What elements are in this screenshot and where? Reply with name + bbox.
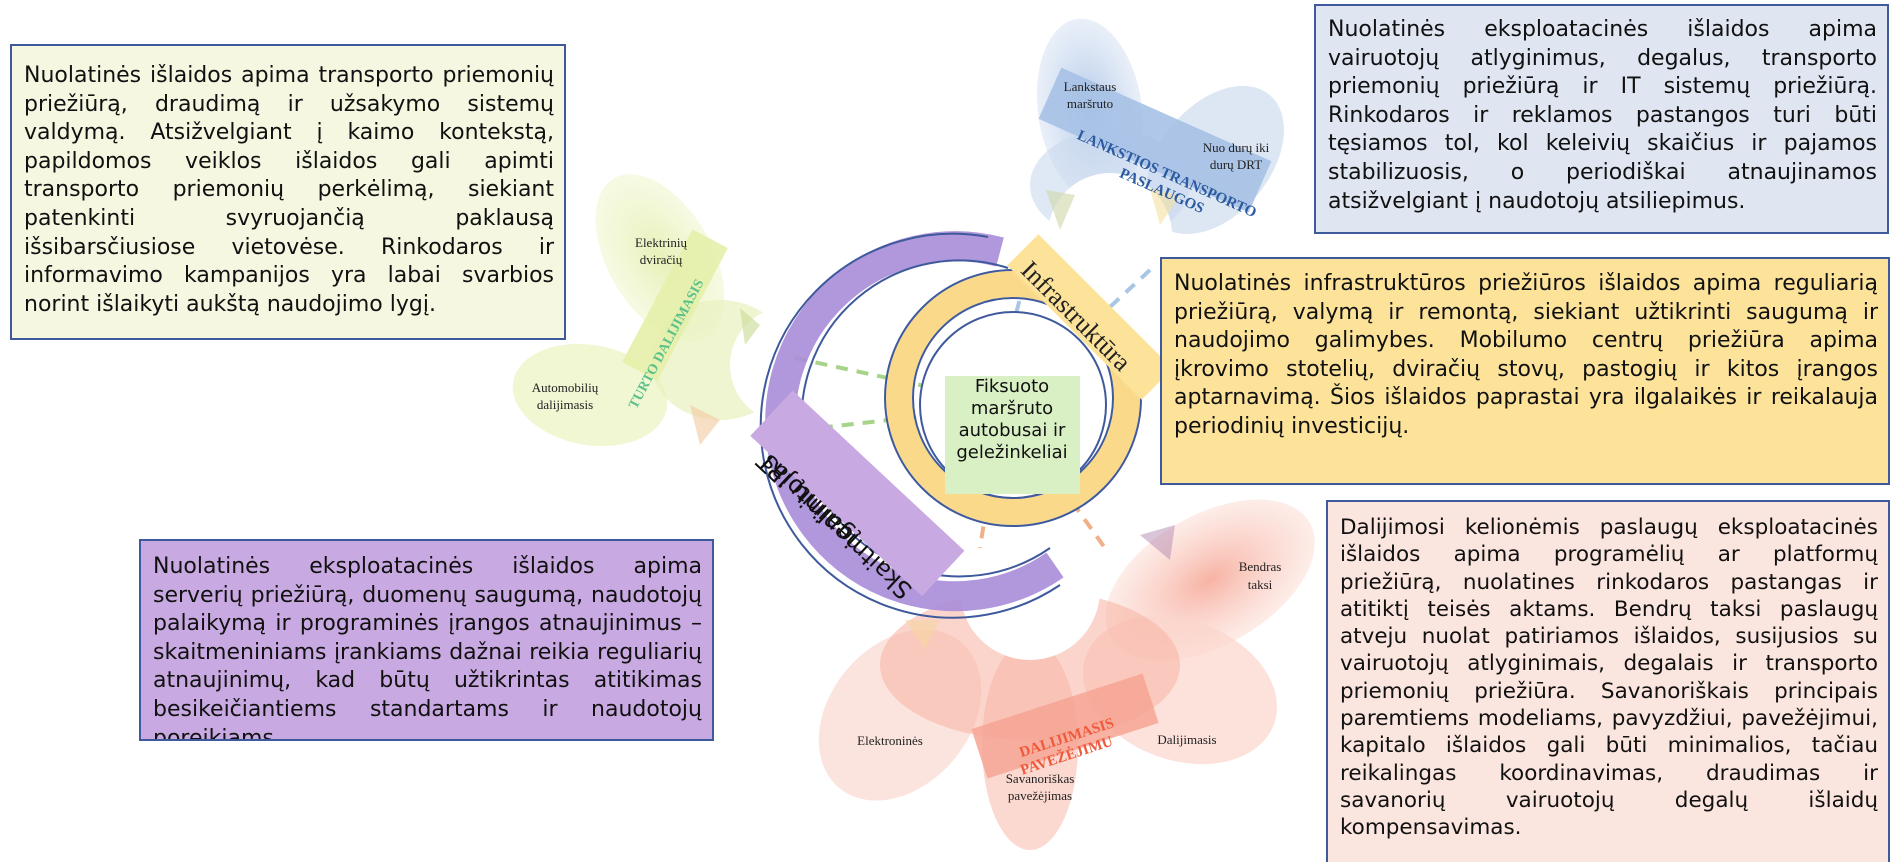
infra-ring (884, 234, 1173, 527)
ride-item-sharing: Dalijimasis (1157, 732, 1216, 747)
shared-item-ebikes-line2: dviračių (640, 252, 683, 267)
center-label-line2: maršruto (971, 398, 1053, 419)
digital-label-line2: įgalintojas (755, 449, 864, 553)
center-label-line3: autobusai ir (959, 420, 1066, 441)
center-label-line1: Fiksuoto (975, 376, 1049, 397)
infrastructure-costs-box: Nuolatinės infrastruktūros priežiūros iš… (1160, 257, 1890, 485)
flex-item-lankstaus-line2: maršruto (1067, 96, 1113, 111)
digital-ict-costs-box: Nuolatinės eksploatacinės išlaidos apima… (139, 539, 714, 741)
ride-item-electronic: Elektroninės (857, 733, 923, 748)
flex-item-drt-line1: Nuo durų iki (1203, 140, 1270, 155)
ride-sharing-costs-box: Dalijimosi kelionėmis paslaugų eksploata… (1326, 500, 1890, 862)
flex-cluster (1030, 18, 1284, 297)
center-node (919, 311, 1107, 499)
shared-title: TURTO DALIJIMASIS (626, 277, 707, 412)
shared-item-cars-line2: dalijimasis (537, 397, 593, 412)
shared-item-ebikes-line1: Elektrinių (635, 235, 687, 250)
rideshare-cluster (818, 499, 1315, 850)
shared-item-cars-line1: Automobilių (532, 380, 599, 395)
shared-assets-costs-box: Nuolatinės išlaidos apima transporto pri… (10, 44, 566, 340)
flex-item-drt-line2: durų DRT (1210, 157, 1262, 172)
center-label-line4: geležinkeliai (956, 442, 1067, 463)
digital-ring (750, 231, 1064, 619)
ride-item-volunteer-line1: Savanoriškas (1006, 771, 1075, 786)
flex-item-lankstaus-line1: Lankstaus (1064, 79, 1117, 94)
infra-label: Infrastruktūra (1015, 255, 1137, 377)
flexible-transport-costs-box: Nuolatinės eksploatacinės išlaidos apima… (1314, 4, 1889, 234)
ride-item-volunteer-line2: pavežėjimas (1008, 788, 1072, 803)
ride-item-taxi-line1: Bendras (1239, 559, 1282, 574)
shared-cluster (512, 174, 846, 447)
ride-item-taxi-line2: taksi (1248, 577, 1273, 592)
